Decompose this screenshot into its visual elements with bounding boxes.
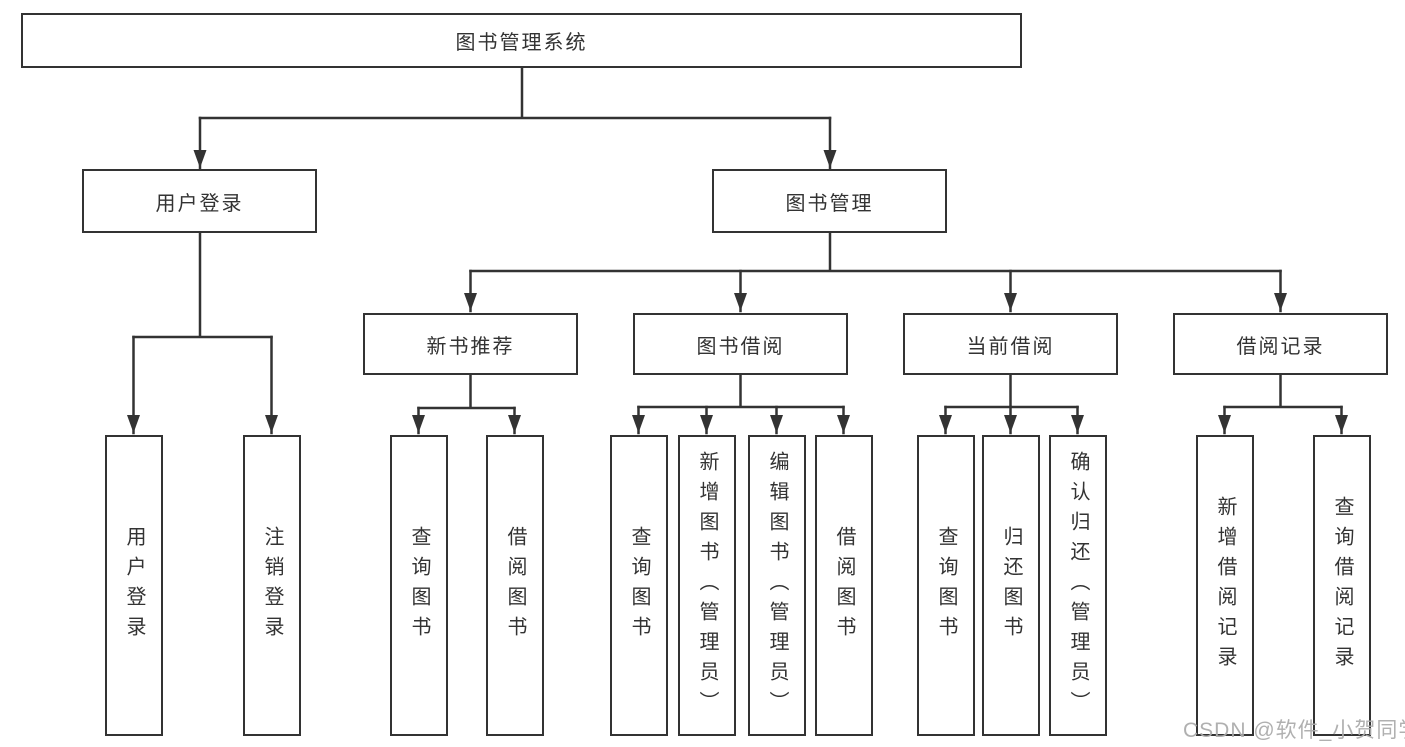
node-leaf-logout: 注销登录	[243, 435, 301, 736]
node-label: 编辑图书（管理员）	[766, 450, 788, 721]
connector-userlogin-rail	[132, 231, 273, 339]
node-leaf-user-login: 用户登录	[105, 435, 163, 736]
node-label: 图书借阅	[696, 335, 785, 358]
node-label: 图书管理系统	[455, 32, 588, 54]
node-borrow-record: 借阅记录	[1173, 313, 1388, 375]
node-book-borrow: 图书借阅	[633, 313, 848, 375]
node-leaf-nb-borrow-book: 借阅图书	[486, 435, 544, 736]
node-leaf-bb-edit-book: 编辑图书（管理员）	[748, 435, 806, 736]
node-leaf-cb-query-book: 查询图书	[917, 435, 975, 736]
node-label: 图书管理	[785, 192, 874, 215]
node-label: 当前借阅	[966, 335, 1055, 358]
node-label: 借阅记录	[1236, 335, 1325, 358]
node-leaf-br-query-record: 查询借阅记录	[1313, 435, 1371, 736]
node-label: 用户登录	[123, 525, 145, 646]
node-user-login: 用户登录	[82, 169, 317, 233]
node-label: 确认归还（管理员）	[1067, 450, 1089, 721]
node-root-system: 图书管理系统	[21, 13, 1022, 68]
node-leaf-cb-return-book: 归还图书	[982, 435, 1040, 736]
node-label: 借阅图书	[833, 525, 855, 646]
node-leaf-bb-add-book: 新增图书（管理员）	[678, 435, 736, 736]
connector-bookborrow-rail	[637, 373, 845, 409]
node-label: 用户登录	[155, 192, 244, 215]
node-leaf-cb-confirm-return: 确认归还（管理员）	[1049, 435, 1107, 736]
node-label: 新增借阅记录	[1214, 495, 1236, 676]
node-label: 查询借阅记录	[1331, 495, 1353, 676]
node-new-book-recommend: 新书推荐	[363, 313, 578, 375]
node-label: 查询图书	[408, 525, 430, 646]
node-label: 查询图书	[628, 525, 650, 646]
node-label: 归还图书	[1000, 525, 1022, 646]
node-book-management: 图书管理	[712, 169, 947, 233]
connector-bookmgmt-rail	[469, 231, 1282, 273]
node-label: 借阅图书	[504, 525, 526, 646]
node-label: 新增图书（管理员）	[696, 450, 718, 721]
node-leaf-nb-query-book: 查询图书	[390, 435, 448, 736]
connector-currentborrow-rail	[944, 373, 1079, 409]
csdn-watermark: CSDN @软件_小贺同学	[1183, 719, 1405, 742]
node-current-borrow: 当前借阅	[903, 313, 1118, 375]
connector-root-rail	[198, 66, 832, 120]
node-label: 查询图书	[935, 525, 957, 646]
node-leaf-bb-query-book: 查询图书	[610, 435, 668, 736]
node-leaf-br-add-record: 新增借阅记录	[1196, 435, 1254, 736]
connector-borrowrecord-rail	[1223, 373, 1343, 409]
node-label: 注销登录	[261, 525, 283, 646]
node-leaf-bb-borrow-book: 借阅图书	[815, 435, 873, 736]
connector-newbook-rail	[417, 373, 516, 410]
node-label: 新书推荐	[426, 335, 515, 358]
